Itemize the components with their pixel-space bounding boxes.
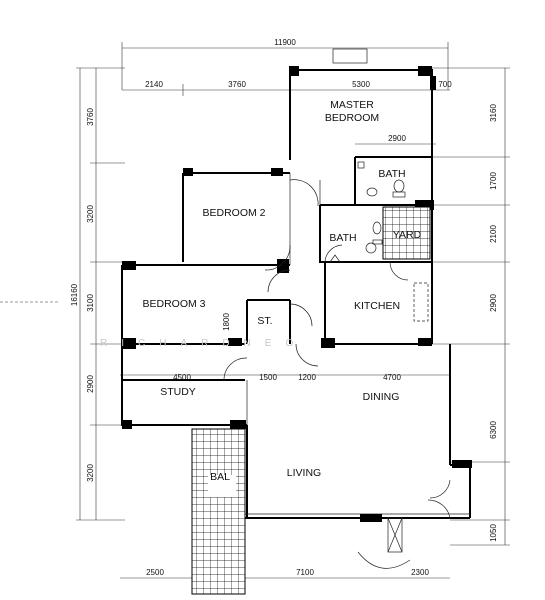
- room-bedroom2: BEDROOM 2: [202, 207, 265, 219]
- dim-mid-4: 4700: [383, 373, 401, 382]
- dim-left-2: 3200: [86, 205, 95, 223]
- room-master-line2: BEDROOM: [325, 112, 379, 124]
- dim-left-total: 16160: [70, 283, 79, 306]
- dim-bottom-1: 2500: [146, 568, 164, 577]
- dim-right-3: 2100: [489, 225, 498, 243]
- door-swings: [223, 48, 451, 569]
- yard-tiled-floor: [382, 206, 431, 260]
- dim-right-6: 1050: [489, 524, 498, 542]
- room-store: ST.: [257, 315, 272, 327]
- dim-right-5: 6300: [489, 421, 498, 439]
- dim-bottom-3: 2300: [411, 568, 429, 577]
- balcony-label-background: [208, 475, 236, 497]
- dim-mid-2: 1500: [259, 373, 277, 382]
- dim-mid-3: 1200: [298, 373, 316, 382]
- room-bath-upper: BATH: [378, 168, 405, 180]
- top-dimension-lines: [120, 42, 450, 579]
- dim-right-2: 1700: [489, 172, 498, 190]
- dim-top-3: 5300: [352, 80, 370, 89]
- watermark-text: RICHARDNEO: [100, 338, 307, 349]
- dim-top-total: 11900: [274, 38, 296, 47]
- dim-left-5: 3200: [86, 464, 95, 482]
- dimension-labels: 11900 2140 3760 5300 700 2900 4500 1500 …: [70, 38, 498, 577]
- room-living: LIVING: [287, 467, 321, 479]
- room-balcony: BAL: [210, 471, 230, 483]
- room-study: STUDY: [160, 386, 196, 398]
- dim-top-inner: 2900: [388, 134, 406, 143]
- room-bath-lower: BATH: [329, 232, 356, 244]
- dim-left-4: 2900: [86, 375, 95, 393]
- dim-top-1: 2140: [145, 80, 163, 89]
- room-yard: YARD: [393, 229, 422, 241]
- left-dimension-lines: [0, 67, 125, 521]
- dim-left-1: 3760: [86, 108, 95, 126]
- structural-columns: [122, 66, 472, 522]
- dim-store-height: 1800: [222, 313, 231, 331]
- room-dining: DINING: [363, 391, 400, 403]
- dim-top-4: 700: [438, 80, 452, 89]
- bath-fixtures: [357, 161, 429, 322]
- room-labels: MASTER BEDROOM BATH BATH YARD BEDROOM 2 …: [142, 99, 421, 483]
- right-dimension-lines: [432, 67, 510, 546]
- dim-bottom-2: 7100: [296, 568, 314, 577]
- room-master-line1: MASTER: [330, 99, 374, 111]
- balcony-tiled-floor: [191, 428, 246, 595]
- dim-right-4: 2900: [489, 294, 498, 312]
- dim-left-3: 3100: [86, 294, 95, 312]
- room-kitchen: KITCHEN: [354, 300, 400, 312]
- room-bedroom3: BEDROOM 3: [142, 298, 205, 310]
- dim-top-2: 3760: [228, 80, 246, 89]
- dim-right-1: 3160: [489, 104, 498, 122]
- walls: [121, 69, 471, 519]
- dim-mid-study: 4500: [173, 373, 191, 382]
